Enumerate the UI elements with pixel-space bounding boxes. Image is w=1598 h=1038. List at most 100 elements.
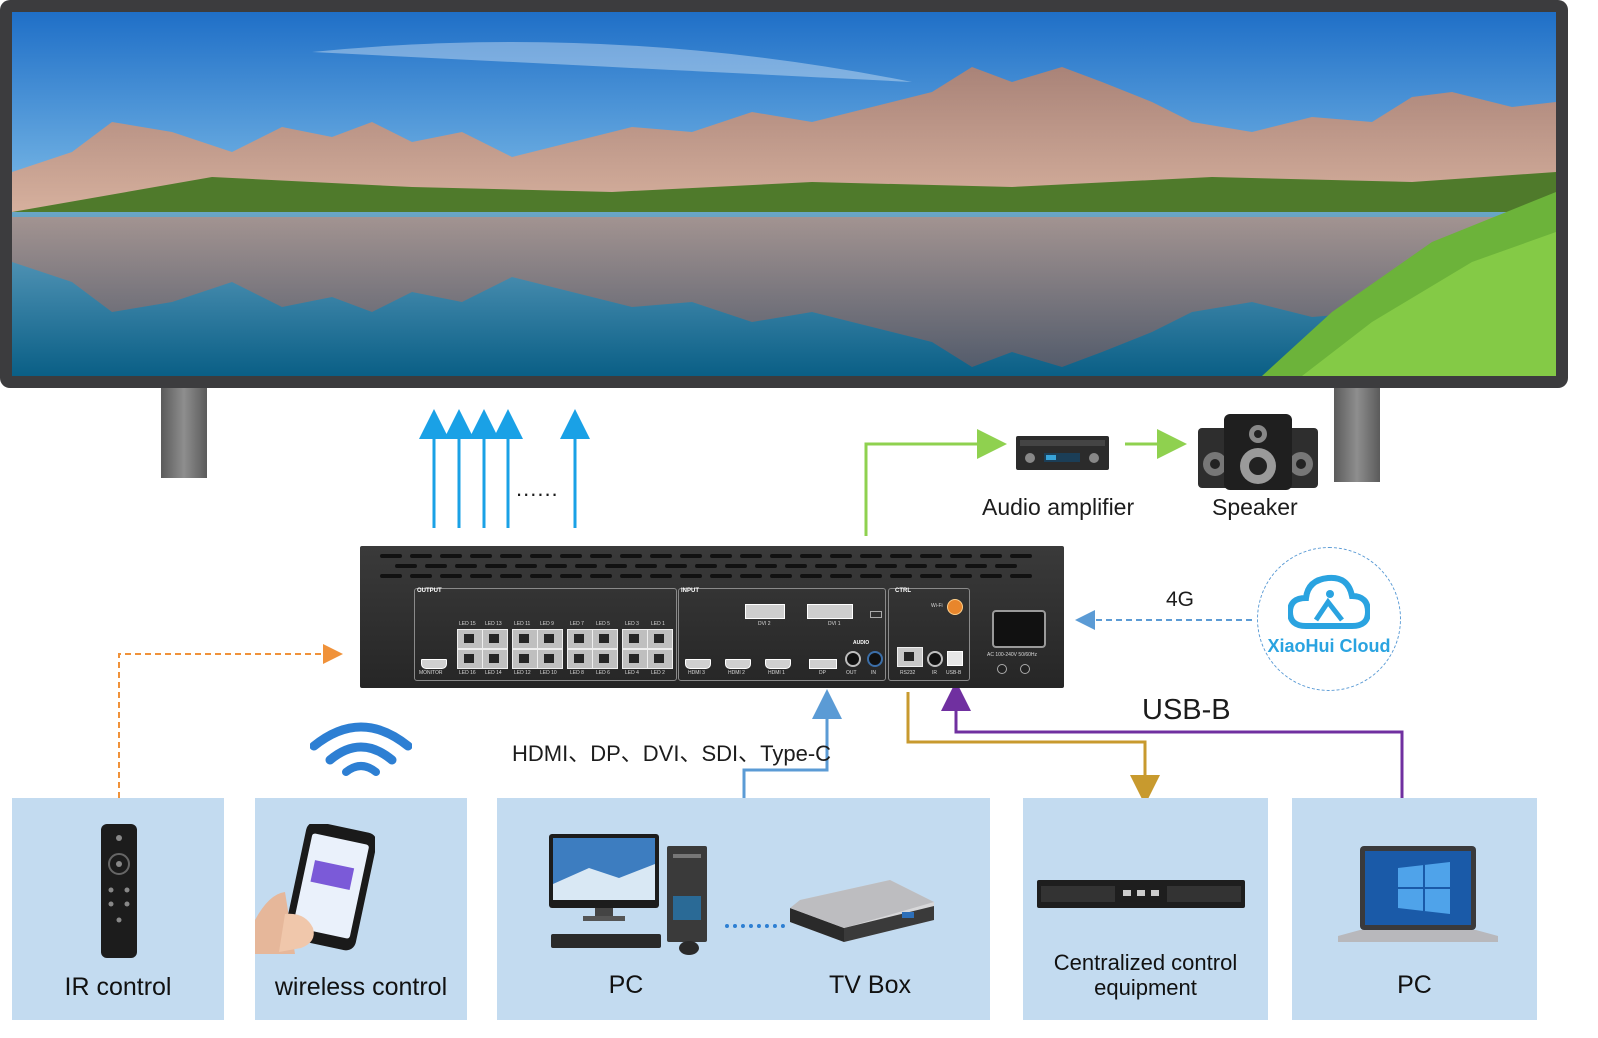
input-section-title: INPUT [681,588,699,594]
dvi2-port[interactable] [745,604,785,619]
centralized-control-label-line1: Centralized control [1053,950,1238,975]
led-port-label: LED 1 [651,621,665,627]
hdmi1-port[interactable] [765,659,791,669]
pc-control-panel[interactable]: PC [1292,798,1537,1020]
dvi1-port[interactable] [807,604,853,619]
more-devices-dots [725,924,785,928]
remote-control-icon [101,824,137,958]
audio-in-label: IN [871,670,876,676]
hdmi3-port-label: HDMI 3 [688,670,705,676]
usb-b-port[interactable] [947,651,963,666]
centralized-control-panel[interactable]: Centralized control equipment [1023,798,1268,1020]
centralized-control-label-line2: equipment [1094,975,1197,1000]
wireless-control-label: wireless control [274,973,448,1001]
input-types-label: HDMI、DP、DVI、SDI、Type-C [512,741,832,766]
led-port[interactable] [567,629,593,649]
led-port[interactable] [512,629,538,649]
led-port-label: LED 11 [514,621,531,627]
led-port-label: LED 14 [485,670,502,676]
input-source-panel[interactable]: PC TV Box [497,798,990,1020]
audio-line [864,429,1187,536]
ctrl-equipment-line [906,692,1160,805]
led-port[interactable] [457,649,483,669]
led-port-label: LED 5 [596,621,610,627]
monitor-port[interactable] [421,659,447,669]
power-switch[interactable] [997,664,1007,674]
ir-port-label: IR [932,670,937,676]
sdi-port[interactable] [870,611,882,618]
audio-out-jack[interactable] [845,651,861,667]
usb-b-port-label: USB-B [946,670,962,676]
ctrl-section: CTRL Wi-Fi RS232 IR USB-B [888,588,970,681]
led-port[interactable] [647,649,673,669]
rs232-port[interactable] [897,647,923,667]
led-port-label: LED 4 [625,670,639,676]
smartphone-in-hand-icon [255,824,375,954]
hdmi2-port-label: HDMI 2 [728,670,745,676]
ir-port[interactable] [927,651,943,667]
audio-label: AUDIO [853,640,870,646]
led-port[interactable] [647,629,673,649]
dp-port[interactable] [809,659,837,669]
led-port[interactable] [622,629,648,649]
led-port[interactable] [592,629,618,649]
speaker-label: Speaker [1212,494,1298,520]
led-port[interactable] [592,649,618,669]
led-port-label: LED 12 [514,670,531,676]
usb-b-label: USB-B [1142,694,1231,726]
led-port[interactable] [537,649,563,669]
power-socket[interactable] [992,610,1046,648]
output-arrows [419,409,590,528]
landscape-image [12,12,1556,376]
input-section: INPUT DVI 2 DVI 1 AUDIO HDMI 3 HDMI 2 HD… [678,588,886,681]
led-port-label: LED 9 [540,621,554,627]
output-more-dots: ...... [516,476,559,501]
wifi-antenna-port[interactable] [947,599,963,615]
laptop-icon [1338,846,1498,942]
wireless-control-panel[interactable]: wireless control [255,798,467,1020]
led-port-label: LED 7 [570,621,584,627]
led-port-label: LED 2 [651,670,665,676]
network-4g-label: 4G [1166,588,1195,611]
led-port[interactable] [622,649,648,669]
led-port-label: LED 10 [540,670,557,676]
speaker-icon [1198,414,1318,490]
cloud-icon [1288,574,1370,629]
hdmi2-port[interactable] [725,659,751,669]
dvi1-port-label: DVI 1 [828,621,841,627]
output-section-title: OUTPUT [417,588,442,594]
video-controller-device: OUTPUT MONITOR LED 15 LED 13 LED 11 LED … [360,546,1064,688]
led-port[interactable] [567,649,593,669]
led-display-screen [0,0,1568,388]
tv-box-icon [790,880,934,942]
led-port-label: LED 3 [625,621,639,627]
cloud-service-circle[interactable]: XiaoHui Cloud [1257,547,1401,691]
led-port-label: LED 8 [570,670,584,676]
ir-control-panel[interactable]: IR control [12,798,224,1020]
desktop-pc-icon [549,834,707,955]
audio-in-jack[interactable] [867,651,883,667]
hdmi3-port[interactable] [685,659,711,669]
usb-pc-line [941,681,1404,798]
led-port[interactable] [537,629,563,649]
audio-amplifier-label: Audio amplifier [982,494,1135,520]
led-port[interactable] [482,649,508,669]
ir-control-line [118,644,343,798]
audio-out-label: OUT [846,670,857,676]
led-port-label: LED 15 [459,621,476,627]
rs232-port-label: RS232 [900,670,916,676]
hdmi1-port-label: HDMI 1 [768,670,785,676]
cloud-label: XiaoHui Cloud [1267,636,1391,656]
pc-label: PC [608,971,644,999]
wifi-signal-icon [310,722,412,776]
led-port[interactable] [457,629,483,649]
dvi2-port-label: DVI 2 [758,621,771,627]
led-port[interactable] [482,629,508,649]
led-port-label: LED 6 [596,670,610,676]
wifi-label: Wi-Fi [931,603,943,609]
led-port-label: LED 16 [459,670,476,676]
input-source-line [742,689,842,798]
ir-control-label: IR control [64,973,172,1001]
led-port[interactable] [512,649,538,669]
